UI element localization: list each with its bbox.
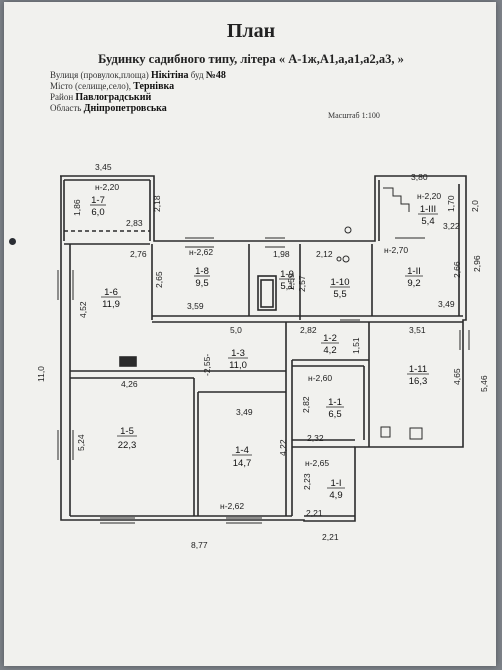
room-area: 6,0 [91,207,104,218]
dim-label: 2,12 [316,249,333,259]
dim-label: 2,82 [301,396,311,413]
district-line: Район Павлоградський [50,92,151,103]
dim-label: н-2,20 [417,191,441,201]
document-sheet [4,2,496,666]
room-id: 1-7 [91,195,105,206]
room-area: 11,9 [102,299,120,310]
room-area: 11,0 [229,360,247,371]
dim-label: н-2,62 [189,247,213,257]
dim-label: н-2,70 [384,245,408,255]
dim-label: 1,70 [446,195,456,212]
dim-label: 3,59 [187,301,204,311]
room-area: 14,7 [233,458,252,469]
scale-label: Масштаб 1:100 [328,111,380,120]
dim-label: 4,65 [452,368,462,385]
dim-label: 3,49 [236,407,253,417]
room-labels: 1-7 6,0 1-8 9,5 1-9 5,1 1-10 5,5 1-III 5… [90,195,438,501]
room-id: 1-5 [120,426,134,437]
dim-label: н-2,65 [305,458,329,468]
dim-label: 2,65 [154,271,164,288]
city-value: Тернівка [133,81,175,92]
room-area: 16,3 [409,376,428,387]
room-id: 1-2 [323,333,337,344]
building-value: №48 [205,70,226,81]
dim-label: 3,80 [411,172,428,182]
room-id: 1-11 [409,364,427,375]
room-area: 5,1 [280,281,293,292]
dim-label: 2,83 [126,218,143,228]
dim-label: 2,32 [307,433,324,443]
building-label: буд [190,70,204,80]
dim-label: 4,26 [121,379,138,389]
district-label: Район [50,92,74,102]
dim-label: 8,77 [191,540,208,550]
dim-label: 2,82 [300,325,317,335]
dim-label: 3,22 [443,221,460,231]
dim-label: 5,0 [230,325,242,335]
dim-label: н-2,62 [220,501,244,511]
region-label: Область [50,103,82,113]
dim-label: 2,59 [286,273,296,290]
room-id: 1-8 [195,266,209,277]
room-area: 9,5 [195,278,208,289]
room-id: 1-10 [330,277,349,288]
dim-label: 4,52 [78,301,88,318]
dim-label: 2,76 [130,249,147,259]
walls [60,175,467,522]
room-id: 1-1 [328,397,342,408]
room-area: 6,5 [328,409,341,420]
dim-label: 2,18 [152,195,162,212]
room-id: 1-9 [280,269,294,280]
dim-label: 3,49 [438,299,455,309]
dim-label: 2,96 [472,255,482,272]
city-line: Місто (селище,село), Тернівка [50,81,174,92]
room-area: 4,2 [323,345,336,356]
room-id: 1-I [330,478,341,489]
dim-label: 1,51 [351,337,361,354]
binder-hole [9,238,16,245]
plan-title: План [226,20,276,42]
plan-subtitle: Будинку садибного типу, літера « А-1ж,А1… [98,52,404,66]
dimension-labels: 3,45 н-2,20 1,86 2,18 2,83 2,76 н-2,62 1… [36,162,489,550]
room-id: 1-3 [231,348,245,359]
dim-label: 2,57 [297,275,307,292]
dim-label: 3,51 [409,325,426,335]
dim-label: 3,45 [95,162,112,172]
dim-label: -2,55- [202,354,212,376]
room-id: 1-4 [235,445,249,456]
dim-label: н-2,60 [308,373,332,383]
room-area: 5,4 [421,216,434,227]
street-label: Вулиця (провулок,площа) [50,70,149,80]
dim-label: 2,21 [306,508,323,518]
room-id: 1-III [420,204,436,215]
room-area: 22,3 [118,440,137,451]
dim-label: 1,86 [72,199,82,216]
city-label: Місто (селище,село), [50,81,131,91]
room-area: 9,2 [407,278,420,289]
region-value: Дніпропетровська [83,103,167,114]
street-line: Вулиця (провулок,площа) Нікітіна буд №48 [50,70,226,81]
openings [57,237,470,524]
room-area: 5,5 [333,289,346,300]
dim-label: 2,66 [452,261,462,278]
room-id: 1-6 [104,287,118,298]
dim-label: 2,0 [470,200,480,212]
dim-label: 2,23 [302,473,312,490]
dim-label: 5,46 [479,375,489,392]
dim-label: 5,24 [76,434,86,451]
district-value: Павлоградський [75,92,152,103]
dim-label: 11,0 [36,366,46,382]
dim-label: 2,21 [322,532,339,542]
street-value: Нікітіна [150,70,189,81]
room-area: 4,9 [329,490,342,501]
dim-label: 1,98 [273,249,290,259]
room-id: 1-II [407,266,421,277]
dim-label: н-2,20 [95,182,119,192]
dim-label: 4,22 [278,439,288,456]
region-line: Область Дніпропетровська [50,103,167,114]
